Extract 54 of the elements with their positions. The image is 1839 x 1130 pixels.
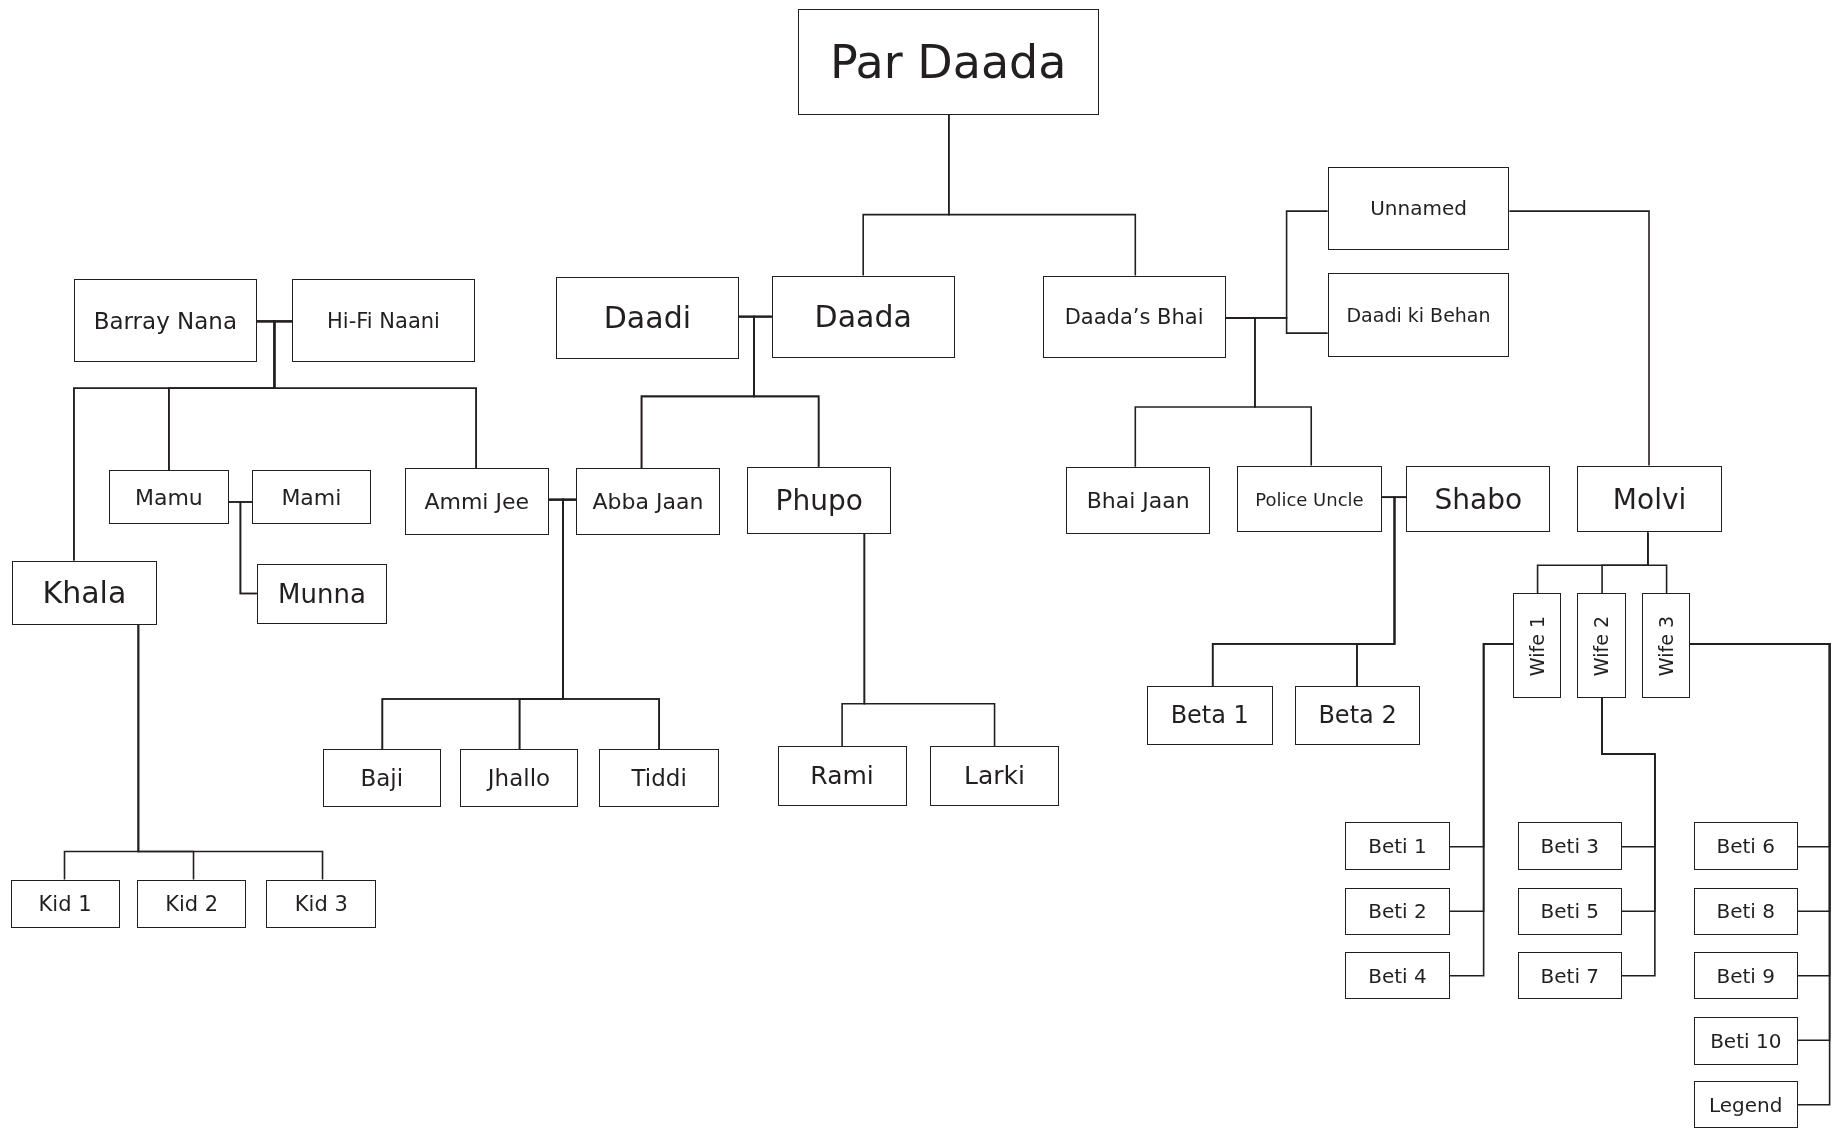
name-box: Wife 1 bbox=[1512, 593, 1561, 698]
name-box: Baji bbox=[322, 749, 441, 807]
name-box: Beti 3 bbox=[1517, 822, 1622, 871]
name-box: Beta 2 bbox=[1294, 686, 1421, 745]
family-line bbox=[1647, 531, 1668, 595]
name-box: Beti 6 bbox=[1693, 822, 1798, 871]
name-box: Bhai Jaan bbox=[1066, 466, 1211, 534]
family-line bbox=[1224, 317, 1313, 467]
family-line bbox=[1601, 697, 1656, 977]
name-box: Beti 10 bbox=[1693, 1016, 1798, 1065]
family-line bbox=[753, 315, 820, 468]
name-box: Barray Nana bbox=[73, 279, 257, 363]
name-box: Larki bbox=[930, 745, 1060, 806]
name-box: Molvi bbox=[1577, 465, 1722, 533]
family-line bbox=[1356, 496, 1408, 687]
name-box: Kid 2 bbox=[137, 879, 247, 928]
name-box: Wife 3 bbox=[1641, 593, 1691, 698]
name-box: Munna bbox=[256, 564, 387, 624]
name-box: Kid 1 bbox=[10, 879, 120, 928]
name-box: Daadi bbox=[555, 276, 739, 359]
family-line bbox=[239, 501, 258, 595]
name-box: Wife 2 bbox=[1577, 593, 1626, 698]
family-line bbox=[1448, 643, 1514, 977]
name-box: Beta 1 bbox=[1147, 686, 1273, 745]
name-box: Beti 5 bbox=[1517, 887, 1622, 935]
family-line bbox=[1508, 210, 1650, 467]
name-box: Shabo bbox=[1406, 465, 1551, 533]
name-box: Beti 9 bbox=[1693, 952, 1798, 1000]
name-box: Daadi ki Behan bbox=[1327, 273, 1510, 357]
name-box: Beti 7 bbox=[1517, 952, 1622, 1000]
name-box: Par Daada bbox=[797, 9, 1099, 115]
name-box: Police Uncle bbox=[1237, 465, 1382, 533]
family-line bbox=[137, 624, 324, 881]
family-line bbox=[948, 114, 1137, 277]
name-box: Beti 8 bbox=[1693, 887, 1798, 935]
name-box: Abba Jaan bbox=[575, 467, 721, 535]
name-box: Kid 3 bbox=[266, 879, 377, 928]
name-box: Daada’s Bhai bbox=[1042, 275, 1226, 358]
name-box: Ammi Jee bbox=[404, 467, 549, 535]
name-box: Beti 2 bbox=[1345, 887, 1450, 935]
name-box: Daada bbox=[771, 275, 955, 358]
name-box: Tiddi bbox=[599, 749, 719, 807]
name-box: Legend bbox=[1693, 1081, 1798, 1129]
name-box: Hi-Fi Naani bbox=[292, 279, 475, 363]
name-box: Phupo bbox=[747, 466, 892, 534]
name-box: Beti 4 bbox=[1345, 952, 1450, 1000]
name-box: Khala bbox=[11, 560, 158, 626]
family-line bbox=[863, 532, 996, 747]
name-box: Mamu bbox=[109, 470, 229, 525]
name-box: Mami bbox=[252, 470, 371, 525]
name-box: Beti 1 bbox=[1345, 822, 1450, 871]
name-box: Jhallo bbox=[459, 749, 579, 807]
name-box: Unnamed bbox=[1327, 166, 1510, 250]
name-box: Rami bbox=[777, 745, 907, 806]
